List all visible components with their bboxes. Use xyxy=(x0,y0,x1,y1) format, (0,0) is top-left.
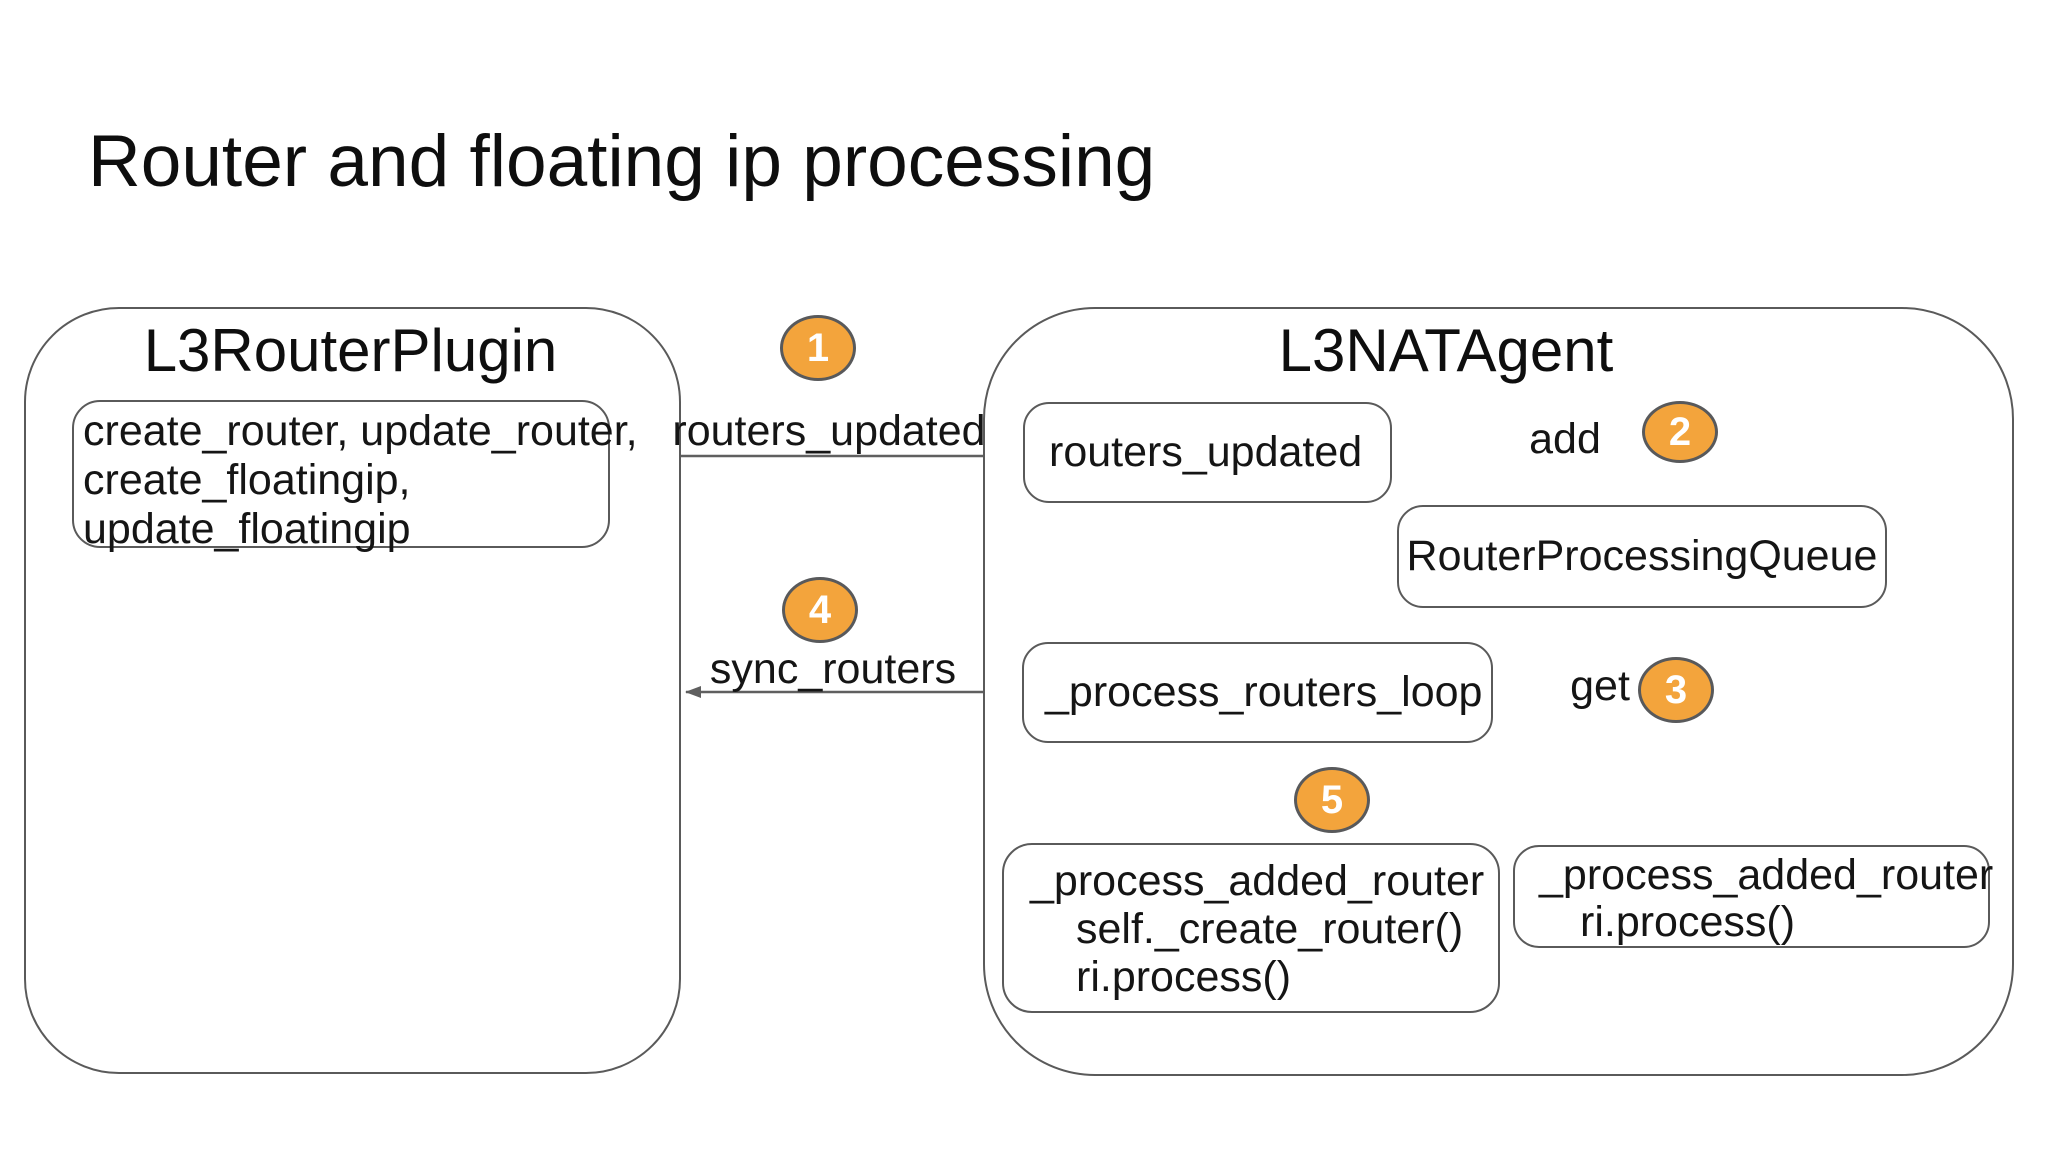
slide-title: Router and floating ip processing xyxy=(88,121,1156,202)
plugin-methods-line1: create_router, update_router, xyxy=(83,407,638,455)
edge-label-get: get xyxy=(1570,662,1630,710)
edge-label-routers-updated: routers_updated xyxy=(672,407,986,455)
process-added-router-full-line2: self._create_router() xyxy=(1076,905,1464,953)
step-badge-1: 1 xyxy=(780,315,856,381)
plugin-methods-line3: update_floatingip xyxy=(83,505,411,553)
l3routerplugin-title: L3RouterPlugin xyxy=(143,317,558,384)
router-processing-queue-node: RouterProcessingQueue xyxy=(1397,505,1887,608)
process-added-router-full-node: _process_added_router self._create_route… xyxy=(1002,843,1500,1013)
routers-updated-node-label: routers_updated xyxy=(1049,428,1363,476)
routers-updated-node: routers_updated xyxy=(1023,402,1392,503)
step-badge-2: 2 xyxy=(1642,401,1718,463)
step-badge-3: 3 xyxy=(1638,657,1714,723)
step-badge-5: 5 xyxy=(1294,767,1370,833)
step-badge-4: 4 xyxy=(782,577,858,643)
process-added-router-simple-line1: _process_added_router xyxy=(1539,851,1994,899)
process-routers-loop-node: _process_routers_loop xyxy=(1022,642,1493,743)
plugin-methods-node: create_router, update_router, create_flo… xyxy=(72,400,638,553)
process-added-router-simple-node: _process_added_router ri.process() xyxy=(1513,845,1994,948)
router-processing-queue-label: RouterProcessingQueue xyxy=(1406,532,1878,580)
process-added-router-full-line3: ri.process() xyxy=(1076,953,1292,1001)
process-routers-loop-label: _process_routers_loop xyxy=(1045,668,1483,716)
edge-label-add: add xyxy=(1529,415,1601,463)
process-added-router-simple-line2: ri.process() xyxy=(1580,898,1796,946)
process-added-router-full-line1: _process_added_router xyxy=(1030,857,1485,905)
l3natagent-title: L3NATAgent xyxy=(1278,317,1614,384)
plugin-methods-line2: create_floatingip, xyxy=(83,456,411,504)
edge-label-sync-routers: sync_routers xyxy=(709,645,957,693)
